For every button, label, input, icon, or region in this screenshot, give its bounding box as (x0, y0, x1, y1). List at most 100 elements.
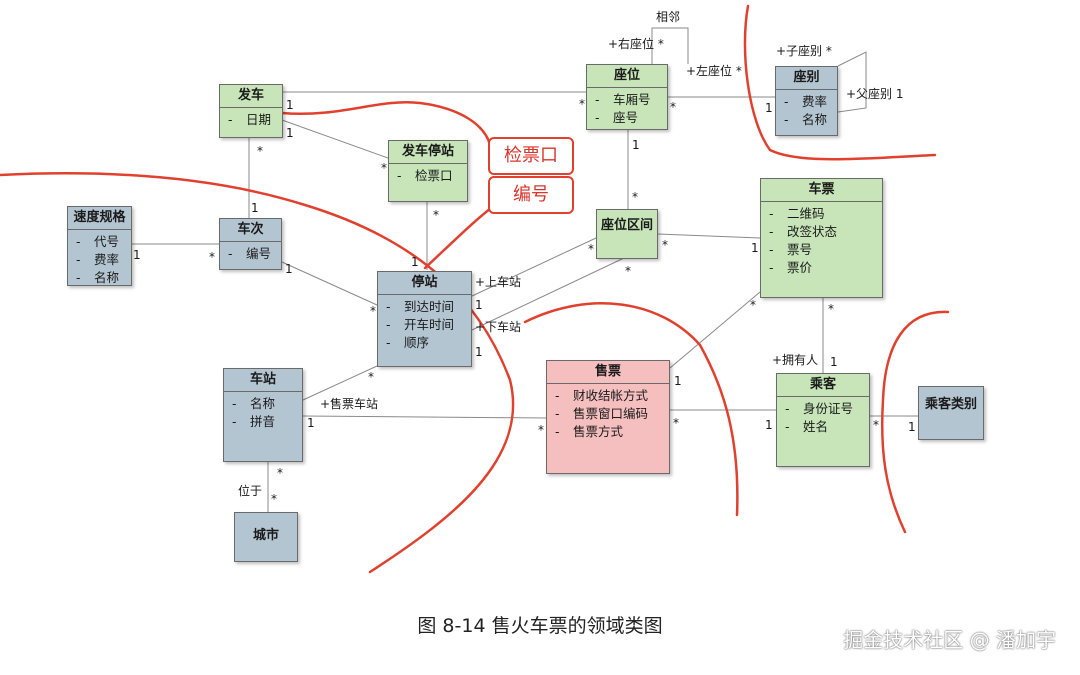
class-chengke-attr: 姓名 (777, 418, 869, 436)
role-label-xianglin: 相邻 (656, 10, 681, 24)
class-chengke-name: 乘客 (777, 374, 869, 397)
mult-one: 1 (285, 262, 293, 276)
class-tingzhan[interactable]: 停站 到达时间 开车时间 顺序 (377, 271, 472, 367)
mult-one: 1 (674, 374, 682, 388)
mult-one: 1 (286, 126, 294, 140)
mult-one: 1 (908, 420, 916, 434)
class-chengke-attr: 身份证号 (777, 400, 869, 418)
class-shoupiao-attr: 售票窗口编码 (547, 405, 669, 423)
class-tingzhan-attr: 顺序 (378, 334, 471, 352)
mult-one: 1 (632, 138, 640, 152)
class-shoupiao-attr: 财收结帐方式 (547, 387, 669, 405)
mult-many: * (673, 416, 679, 430)
mult-many: * (828, 302, 834, 316)
watermark: 掘金技术社区 @ 潘加宇 (843, 628, 1056, 652)
mult-many: * (873, 418, 879, 432)
class-zuobie-attr: 名称 (776, 111, 837, 129)
mult-one: 1 (133, 248, 141, 262)
assoc-shoupiao-chepiao (669, 291, 761, 369)
annotation-jianpiaokou: 检票口 (488, 137, 574, 175)
mult-many: * (632, 190, 638, 204)
class-zuowei[interactable]: 座位 车厢号 座号 (586, 64, 668, 130)
mult-one: 1 (475, 345, 483, 359)
class-zuoweiqujian-name: 座位区间 (600, 218, 653, 233)
role-label-youzuowei: +右座位 * (608, 37, 664, 51)
class-chezhan-attr: 拼音 (224, 413, 302, 431)
class-chepiao[interactable]: 车票 二维码 改签状态 票号 票价 (760, 178, 883, 298)
red-boundary-left (0, 172, 515, 574)
mult-many: * (271, 492, 277, 506)
class-zuowei-name: 座位 (587, 65, 667, 88)
mult-one: 1 (765, 418, 773, 432)
mult-many: * (209, 250, 215, 264)
mult-many: * (662, 238, 668, 252)
mult-one: 1 (765, 101, 773, 115)
class-chepiao-attr: 二维码 (761, 205, 882, 223)
role-label-weiyu: 位于 (238, 484, 263, 498)
class-suduguige[interactable]: 速度规格 代号 费率 名称 (67, 206, 132, 287)
mult-many: * (368, 370, 374, 384)
class-fachetingzhan-attr: 检票口 (389, 167, 467, 185)
class-fache-name: 发车 (220, 85, 282, 108)
mult-one: 1 (830, 355, 838, 369)
class-chengshi[interactable]: 城市 (234, 512, 298, 562)
mult-one: 1 (751, 241, 759, 255)
red-boundary-chengkeleibie (880, 310, 950, 534)
role-label-xiachezhan: +下车站 (475, 320, 522, 334)
class-chepiao-attr: 改签状态 (761, 223, 882, 241)
mult-many: * (625, 264, 631, 278)
annotation-line1: 检票口 (504, 145, 558, 166)
mult-one: 1 (475, 298, 483, 312)
class-zuowei-attr: 车厢号 (587, 91, 667, 109)
class-shoupiao-attr: 售票方式 (547, 423, 669, 441)
annotation-line2: 编号 (513, 184, 549, 205)
class-zuobie[interactable]: 座别 费率 名称 (775, 66, 838, 136)
class-suduguige-attr: 费率 (68, 251, 131, 269)
mult-many: * (257, 144, 263, 158)
class-chezhan[interactable]: 车站 名称 拼音 (223, 368, 303, 462)
class-tingzhan-name: 停站 (378, 272, 471, 295)
red-arrow-top (280, 100, 492, 147)
mult-many: * (538, 423, 544, 437)
class-zuobie-attr: 费率 (776, 93, 837, 111)
red-boundary-zuobie (743, 4, 937, 161)
class-tingzhan-attr: 开车时间 (378, 316, 471, 334)
assoc-zuoweiqujian-chepiao (657, 233, 761, 239)
mult-one: 1 (307, 416, 315, 430)
mult-one: 1 (286, 98, 294, 112)
class-fache[interactable]: 发车 日期 (219, 84, 283, 138)
mult-one: 1 (251, 201, 259, 215)
class-checi-attr: 编号 (220, 245, 281, 263)
mult-many: * (277, 466, 283, 480)
annotation-bianhao: 编号 (488, 176, 574, 214)
class-zuoweiqujian[interactable]: 座位区间 (596, 209, 658, 259)
class-chengkeleibie-name: 乘客类别 (924, 397, 977, 412)
mult-many: * (579, 97, 585, 111)
class-fachetingzhan-name: 发车停站 (389, 141, 467, 164)
figure-caption: 图 8-14 售火车票的领域类图 (417, 615, 663, 637)
class-chepiao-name: 车票 (761, 179, 882, 202)
role-label-yongyouren: +拥有人 (772, 353, 819, 367)
class-checi-name: 车次 (220, 219, 281, 242)
mult-many: * (670, 100, 676, 114)
assoc-shangchezhan (471, 237, 597, 297)
role-label-shoupiaochezhan: +售票车站 (320, 397, 379, 411)
class-checi[interactable]: 车次 编号 (219, 218, 282, 270)
assoc-fache-fachetingzhan (281, 119, 389, 159)
class-chezhan-name: 车站 (224, 369, 302, 392)
class-chepiao-attr: 票号 (761, 241, 882, 259)
class-chengkeleibie[interactable]: 乘客类别 (918, 386, 984, 440)
class-suduguige-name: 速度规格 (68, 207, 131, 230)
class-fachetingzhan[interactable]: 发车停站 检票口 (388, 140, 468, 202)
class-zuowei-attr: 座号 (587, 109, 667, 127)
class-chengke[interactable]: 乘客 身份证号 姓名 (776, 373, 870, 467)
assoc-chezhan-shoupiao (302, 415, 547, 419)
class-shoupiao[interactable]: 售票 财收结帐方式 售票窗口编码 售票方式 (546, 360, 670, 474)
mult-many: * (381, 161, 387, 175)
class-tingzhan-attr: 到达时间 (378, 298, 471, 316)
class-chepiao-attr: 票价 (761, 259, 882, 277)
assoc-checi-tingzhan (281, 261, 378, 306)
mult-many: * (433, 208, 439, 222)
class-suduguige-attr: 代号 (68, 233, 131, 251)
assoc-chezhan-tingzhan (302, 365, 378, 401)
